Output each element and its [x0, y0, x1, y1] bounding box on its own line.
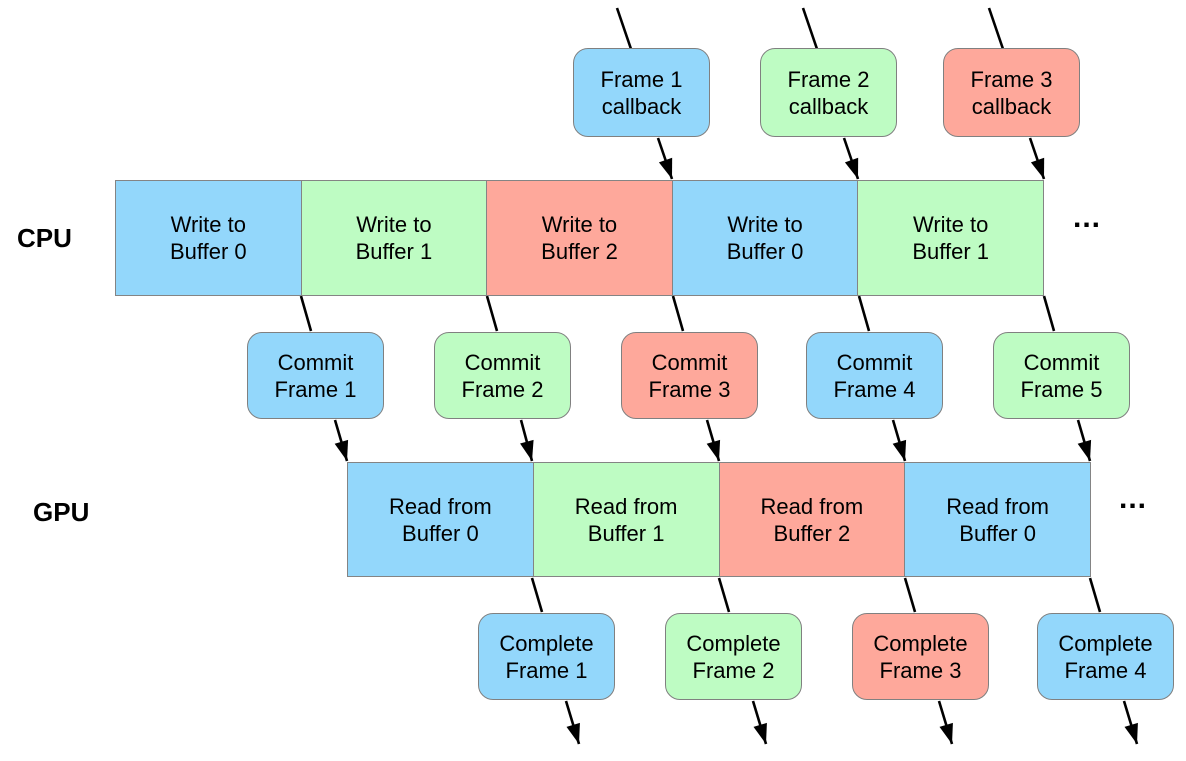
commit-label-line: Commit [836, 349, 913, 375]
segment-label-line: Buffer 2 [541, 239, 618, 264]
cpu-segment-5-write-buffer-1: Write to Buffer 1 [857, 181, 1043, 295]
complete-frame-3-box: Complete Frame 3 [852, 613, 989, 700]
commit-label-line: Frame 2 [461, 376, 544, 402]
commit-label-line: Frame 4 [833, 376, 916, 402]
frame-3-callback-box: Frame 3 callback [943, 48, 1080, 137]
commit-label-line: Commit [651, 349, 728, 375]
complete-label-line: Complete [499, 630, 594, 656]
gpu-segment-3-read-buffer-2: Read from Buffer 2 [718, 463, 905, 576]
complete-label-line: Complete [873, 630, 968, 656]
commit-frame-1-box: Commit Frame 1 [247, 332, 384, 419]
gpu-row-label: GPU [33, 497, 90, 527]
callback-label-line: Frame 1 [600, 66, 683, 92]
cpu-segment-4-write-buffer-0: Write to Buffer 0 [671, 181, 858, 295]
callback-label-line: callback [788, 93, 869, 119]
segment-label-line: Buffer 1 [587, 520, 665, 546]
cpu-row-label: CPU [17, 223, 72, 253]
commit-label-line: Commit [1023, 349, 1100, 375]
cpu-segment-3-write-buffer-2: Write to Buffer 2 [486, 181, 672, 295]
commit-label-line: Frame 5 [1020, 376, 1103, 402]
gpu-segment-4-read-buffer-0: Read from Buffer 0 [904, 463, 1090, 576]
segment-label-line: Buffer 2 [773, 520, 851, 546]
commit-label-line: Commit [464, 349, 541, 375]
complete-frame-1-box: Complete Frame 1 [478, 613, 615, 700]
segment-label-line: Write to [170, 212, 246, 237]
segment-label-line: Buffer 0 [402, 520, 479, 546]
segment-label-line: Read from [946, 493, 1049, 519]
complete-label-line: Complete [686, 630, 781, 656]
commit-label-line: Commit [277, 349, 354, 375]
commit-frame-5-box: Commit Frame 5 [993, 332, 1130, 419]
complete-label-line: Frame 2 [692, 657, 775, 683]
cpu-segment-1-write-buffer-0: Write to Buffer 0 [116, 181, 301, 295]
gpu-segment-1-read-buffer-0: Read from Buffer 0 [348, 463, 533, 576]
segment-label-line: Write to [912, 212, 989, 237]
commit-label-line: Frame 3 [648, 376, 731, 402]
callback-label-line: Frame 2 [787, 66, 870, 92]
complete-frame-4-box: Complete Frame 4 [1037, 613, 1174, 700]
complete-label-line: Frame 1 [505, 657, 588, 683]
callback-label-line: Frame 3 [970, 66, 1053, 92]
segment-label-line: Write to [727, 212, 803, 237]
segment-label-line: Write to [356, 212, 432, 237]
commit-label-line: Frame 1 [274, 376, 357, 402]
callback-label-line: callback [601, 93, 682, 119]
commit-frame-4-box: Commit Frame 4 [806, 332, 943, 419]
cpu-ellipsis: ... [1073, 201, 1102, 234]
segment-label-line: Buffer 0 [169, 239, 247, 264]
segment-label-line: Buffer 1 [912, 239, 989, 264]
segment-label-line: Buffer 1 [355, 239, 433, 264]
commit-frame-3-box: Commit Frame 3 [621, 332, 758, 419]
segment-label-line: Read from [760, 493, 864, 519]
complete-label-line: Frame 3 [879, 657, 962, 683]
segment-label-line: Buffer 0 [959, 520, 1036, 546]
segment-label-line: Write to [541, 212, 618, 237]
cpu-timeline-bar: Write to Buffer 0 Write to Buffer 1 Writ… [115, 180, 1044, 296]
cpu-segment-2-write-buffer-1: Write to Buffer 1 [300, 181, 487, 295]
gpu-segment-2-read-buffer-1: Read from Buffer 1 [532, 463, 719, 576]
segment-label-line: Read from [389, 493, 492, 519]
segment-label-line: Read from [574, 493, 678, 519]
frame-1-callback-box: Frame 1 callback [573, 48, 710, 137]
commit-frame-2-box: Commit Frame 2 [434, 332, 571, 419]
gpu-ellipsis: ... [1119, 482, 1148, 515]
complete-frame-2-box: Complete Frame 2 [665, 613, 802, 700]
gpu-timeline-bar: Read from Buffer 0 Read from Buffer 1 Re… [347, 462, 1091, 577]
segment-label-line: Buffer 0 [726, 239, 804, 264]
frame-2-callback-box: Frame 2 callback [760, 48, 897, 137]
complete-label-line: Complete [1058, 630, 1153, 656]
complete-label-line: Frame 4 [1064, 657, 1147, 683]
callback-label-line: callback [971, 93, 1052, 119]
